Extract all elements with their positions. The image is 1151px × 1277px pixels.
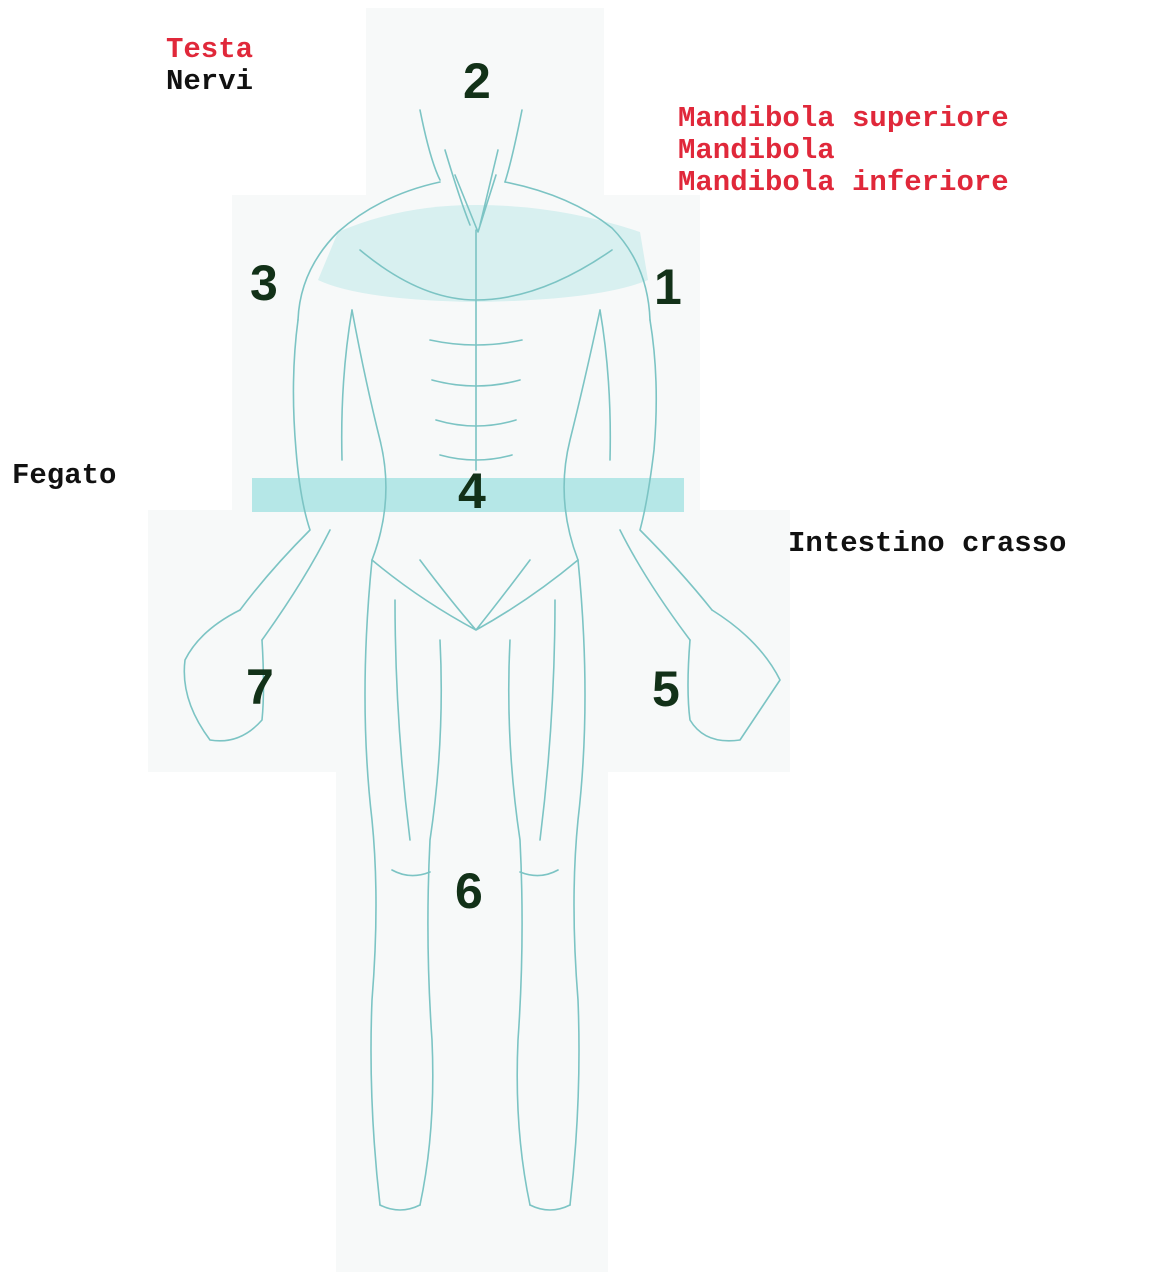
zone-number-1: 1: [654, 262, 682, 312]
feet: [380, 1205, 570, 1210]
label-head: Testa: [166, 34, 253, 66]
zone-number-4: 4: [458, 466, 486, 516]
left-arm: [240, 310, 352, 640]
label-nerves: Nervi: [166, 66, 253, 98]
zone-number-7: 7: [246, 662, 274, 712]
right-leg: [509, 560, 585, 1205]
shoulder-highlight: [318, 205, 648, 302]
right-arm: [600, 310, 712, 640]
right-hand: [688, 610, 780, 741]
label-liver: Fegato: [12, 460, 116, 492]
neck-outline: [420, 110, 522, 182]
left-leg: [365, 560, 441, 1205]
zone-number-5: 5: [652, 664, 680, 714]
zone-number-3: 3: [250, 258, 278, 308]
label-jaw: Mandibola: [678, 135, 835, 167]
torso-right: [564, 310, 600, 560]
label-large-intestine: Intestino crasso: [788, 528, 1066, 560]
label-jaw-upper: Mandibola superiore: [678, 103, 1009, 135]
zone-number-2: 2: [463, 56, 491, 106]
label-jaw-lower: Mandibola inferiore: [678, 167, 1009, 199]
torso-left: [352, 310, 386, 560]
hips: [372, 560, 578, 630]
zone-number-6: 6: [455, 866, 483, 916]
